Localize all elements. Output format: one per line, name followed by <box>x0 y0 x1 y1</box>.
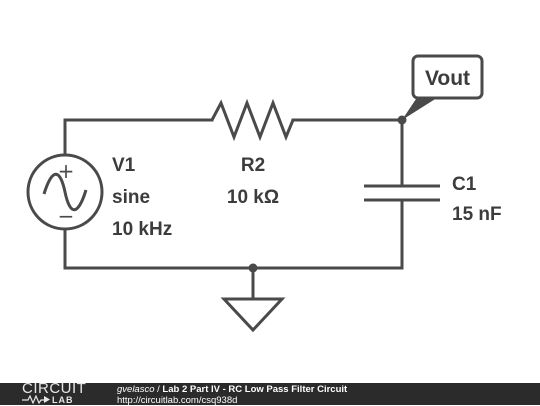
probe-pointer <box>402 96 440 120</box>
resistor-value-label: 10 kΩ <box>227 187 279 208</box>
circuit-url[interactable]: http://circuitlab.com/csq938d <box>117 395 238 406</box>
logo-resistor-icon <box>22 395 50 404</box>
footer-bar: CIRCUIT LAB gvelasco / Lab 2 Part IV - R… <box>0 380 540 406</box>
logo-text-top: CIRCUIT <box>22 380 87 397</box>
ground-symbol <box>220 297 286 333</box>
source-name-label: V1 <box>112 155 136 176</box>
circuit-title[interactable]: Lab 2 Part IV - RC Low Pass Filter Circu… <box>162 384 348 395</box>
junction-dot-ground <box>248 263 258 273</box>
resistor-name-label: R2 <box>241 155 265 176</box>
source-type-label: sine <box>112 187 150 208</box>
probe-label: Vout <box>425 67 470 90</box>
probe-box <box>411 54 484 100</box>
wire-top-left <box>63 118 214 156</box>
credit-line-1: gvelasco / Lab 2 Part IV - RC Low Pass F… <box>117 384 347 395</box>
source-frequency-label: 10 kHz <box>112 219 172 240</box>
source-plus-sign: + <box>58 159 75 183</box>
author-name[interactable]: gvelasco <box>117 384 155 395</box>
circuit-schematic: + − Vout V1 sine 10 kHz R2 10 kΩ C1 15 n… <box>26 54 502 333</box>
voltage-source-symbol <box>26 153 104 231</box>
capacitor-value-label: 15 nF <box>452 204 502 225</box>
resistor-symbol <box>210 98 295 142</box>
wire-bottom <box>63 229 404 270</box>
circuitlab-logo[interactable]: CIRCUIT LAB <box>22 380 102 405</box>
source-minus-sign: − <box>58 204 75 228</box>
credit-separator: / <box>154 384 163 395</box>
sine-wave-icon <box>42 172 88 212</box>
wire-top-right <box>291 118 404 187</box>
logo-text-bottom: LAB <box>52 395 74 405</box>
capacitor-name-label: C1 <box>452 174 477 195</box>
credit-block: gvelasco / Lab 2 Part IV - RC Low Pass F… <box>117 384 347 406</box>
